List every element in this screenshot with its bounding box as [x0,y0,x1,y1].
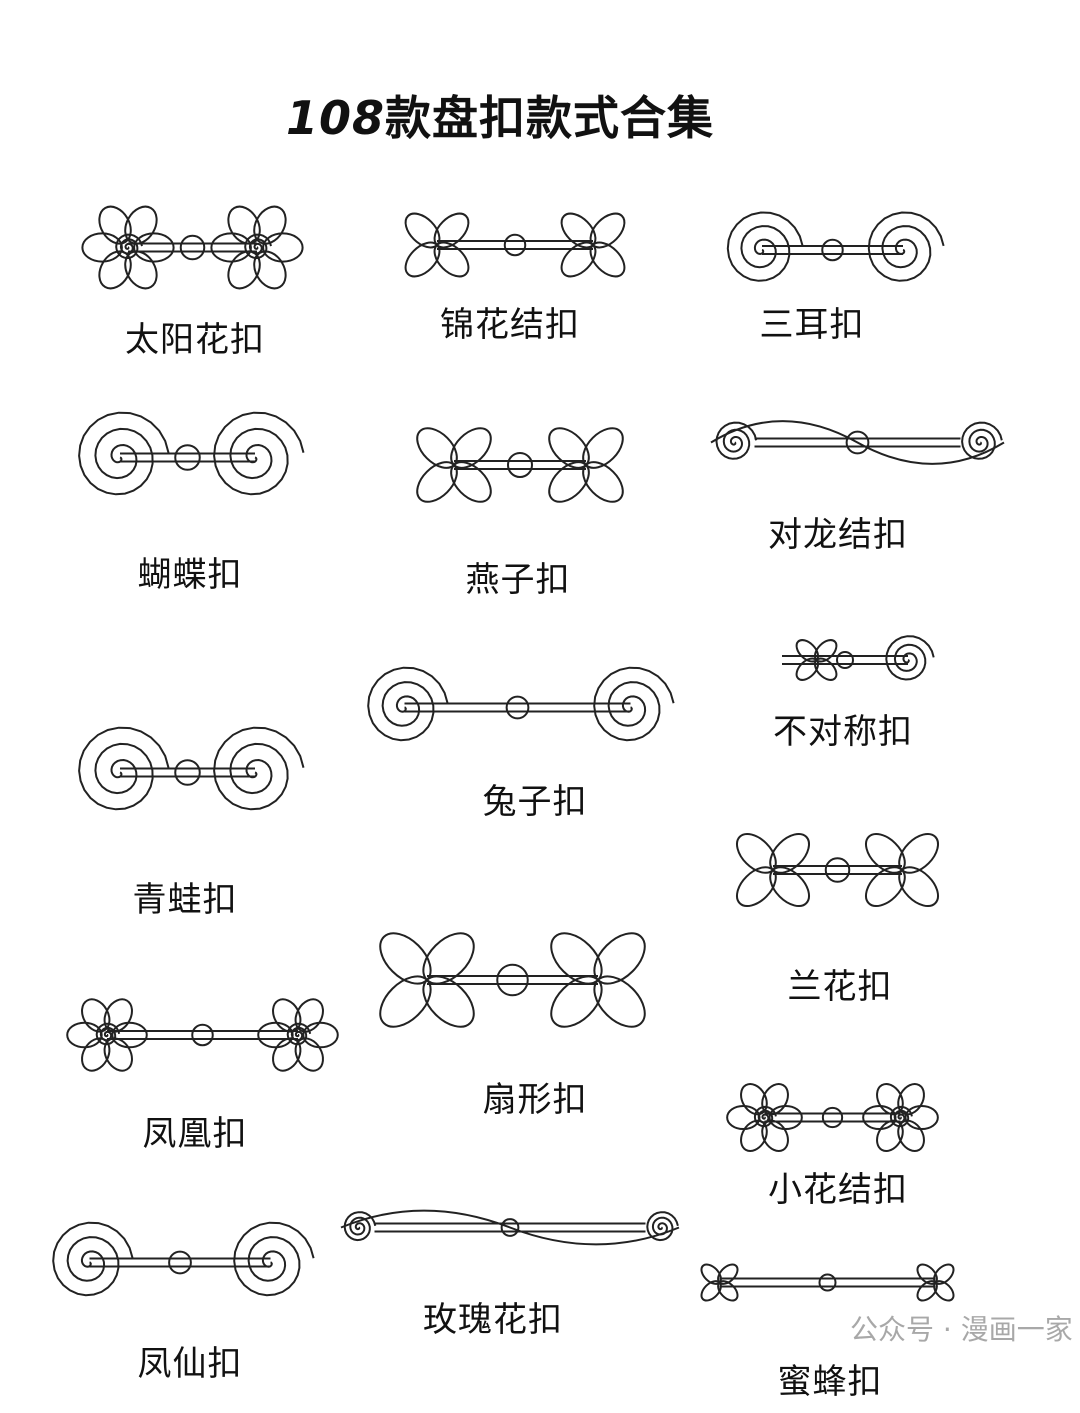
knot-button-illustration [416,427,624,503]
knot-button-illustration [404,212,626,278]
knot-button-illustration [52,1221,315,1297]
button-style-label: 青蛙扣 [132,880,238,920]
knot-button-illustration [379,932,646,1028]
button-style-label: 太阳花扣 [125,320,265,360]
button-style-label: 玫瑰花扣 [423,1300,563,1340]
watermark: 公众号 · 漫画一家 [850,1313,1073,1346]
knot-button-illustration [726,1083,939,1152]
knot-button-illustration [78,726,305,811]
knot-button-illustration [726,211,945,282]
title-number: 108 [285,91,386,145]
button-style-label: 蜜蜂扣 [777,1362,883,1402]
knot-button-illustration [81,205,304,290]
button-style-label: 扇形扣 [482,1080,588,1120]
button-style-label: 凤凰扣 [142,1114,248,1154]
button-style-label: 对龙结扣 [768,515,908,555]
knot-button-illustration [367,666,675,742]
button-style-label: 兰花扣 [787,967,893,1007]
page-title: 108款盘扣款式合集 [0,82,1000,148]
button-style-label: 三耳扣 [759,305,865,345]
knot-button-illustration [782,635,935,681]
button-style-label: 凤仙扣 [137,1344,243,1384]
title-text: 款盘扣款式合集 [385,91,715,145]
button-style-label: 锦花结扣 [440,305,580,345]
button-style-label: 不对称扣 [773,712,913,752]
knot-button-illustration [736,833,939,907]
knot-button-illustration [78,411,305,496]
knot-button-illustration [66,998,339,1072]
button-style-label: 小花结扣 [768,1170,908,1210]
button-style-label: 蝴蝶扣 [137,555,243,595]
button-style-label: 兔子扣 [482,782,588,822]
knot-button-illustration [710,420,1005,465]
knot-button-illustration [340,1209,680,1246]
button-style-label: 燕子扣 [465,560,571,600]
knot-button-illustration [700,1263,955,1302]
